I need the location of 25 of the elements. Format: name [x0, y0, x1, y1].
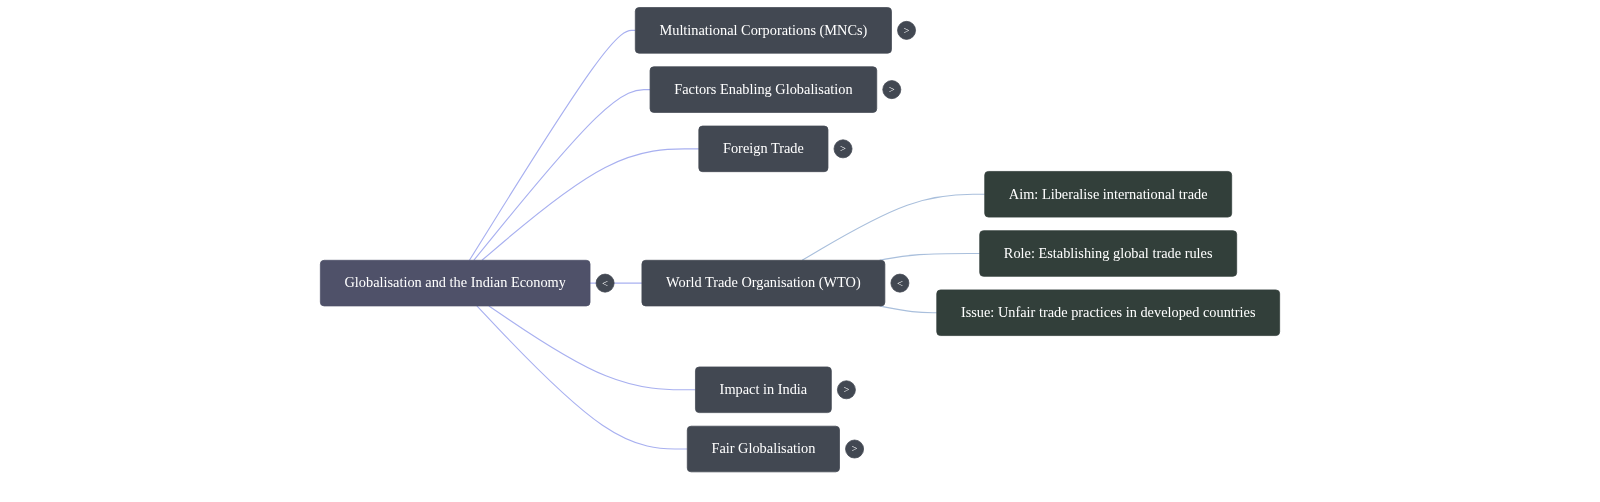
connector [476, 305, 688, 450]
node-box: Impact in India [695, 366, 832, 413]
connector [481, 148, 700, 261]
node-label: > [903, 24, 910, 37]
node-box: Globalisation and the Indian Economy [320, 259, 591, 307]
node-label: < [602, 277, 609, 289]
connector [801, 193, 986, 261]
node-box: Fair Globalisation [686, 425, 840, 473]
connector [488, 305, 696, 391]
node-box: World Trade Organisation (WTO) [641, 259, 886, 307]
node-box: Aim: Liberalise international trade [984, 171, 1233, 218]
connector [879, 305, 938, 314]
connector [468, 29, 636, 261]
node-box: Multinational Corporations (MNCs) [634, 7, 892, 54]
node-box: Factors Enabling Globalisation [649, 66, 878, 113]
node-label: > [888, 83, 895, 96]
connector [589, 282, 643, 284]
connector [473, 89, 651, 261]
node-label: > [843, 384, 850, 396]
node-box: Role: Establishing global trade rules [979, 230, 1238, 277]
node-label: > [840, 143, 847, 155]
node-box: Foreign Trade [698, 125, 829, 173]
node-label: < [896, 277, 903, 289]
node-label: > [851, 443, 858, 455]
node-box: Issue: Unfair trade practices in developed countries [936, 289, 1281, 336]
